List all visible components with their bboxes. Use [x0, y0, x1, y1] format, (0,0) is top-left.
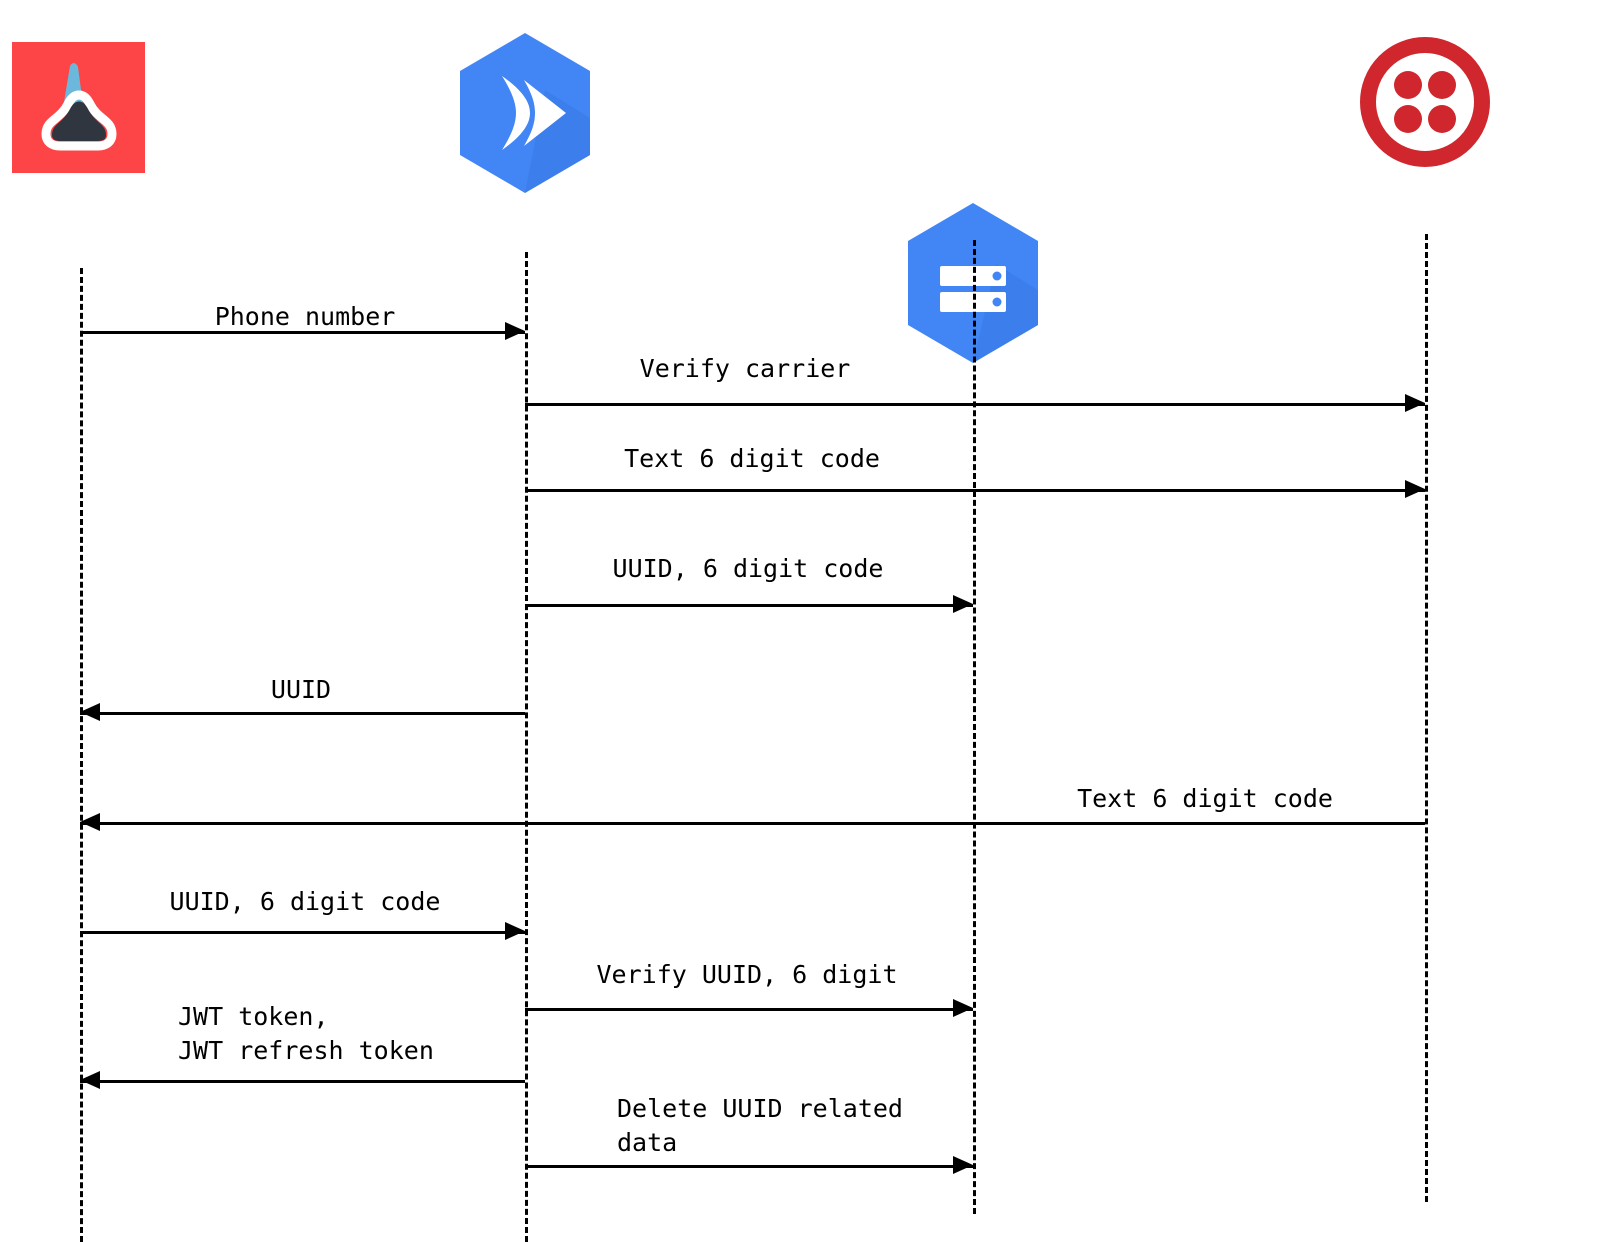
message-line-1 [80, 331, 525, 334]
twilio-icon [1360, 37, 1490, 167]
message-label-4: UUID, 6 digit code [612, 554, 884, 583]
arrowhead-right-4 [953, 595, 973, 613]
arrowhead-right-1 [505, 322, 525, 340]
arrowhead-right-10 [953, 1156, 973, 1174]
arrowhead-right-7 [505, 922, 525, 940]
gradle-app-glyph [41, 63, 117, 151]
lifeline-datastore [973, 240, 976, 1214]
message-line-2 [525, 403, 1425, 406]
arrowhead-left-6 [80, 813, 100, 831]
message-label-3: Text 6 digit code [624, 444, 880, 473]
gradle-app-icon [12, 42, 145, 173]
message-line-9 [80, 1080, 525, 1083]
twilio-glyph [1360, 37, 1490, 167]
arrowhead-left-5 [80, 703, 100, 721]
google-app-engine-icon [450, 28, 600, 198]
arrowhead-left-9 [80, 1071, 100, 1089]
message-line-8 [525, 1008, 973, 1011]
message-label-6: Text 6 digit code [1077, 784, 1333, 813]
message-line-6 [80, 822, 1425, 825]
message-label-7: UUID, 6 digit code [169, 887, 441, 916]
message-label-2: Verify carrier [639, 354, 851, 383]
arrowhead-right-3 [1405, 480, 1425, 498]
message-label-9: JWT token, JWT refresh token [178, 1002, 434, 1065]
arrowhead-right-8 [953, 999, 973, 1017]
lifeline-appengine [525, 252, 528, 1242]
message-line-7 [80, 931, 525, 934]
message-line-5 [80, 712, 525, 715]
message-line-10 [525, 1165, 973, 1168]
message-label-10: Delete UUID related data [617, 1094, 903, 1157]
message-line-4 [525, 604, 973, 607]
lifeline-twilio [1425, 234, 1428, 1202]
message-label-5: UUID [270, 675, 332, 704]
arrowhead-right-2 [1405, 394, 1425, 412]
lifeline-client [80, 268, 83, 1242]
message-label-1: Phone number [214, 302, 396, 331]
message-line-3 [525, 489, 1425, 492]
message-label-8: Verify UUID, 6 digit [596, 960, 898, 989]
google-app-engine-glyph [460, 33, 590, 193]
